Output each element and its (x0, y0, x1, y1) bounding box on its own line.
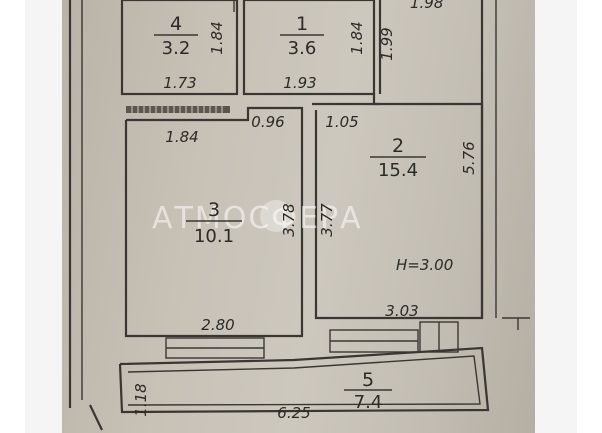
dim-top-cut: 1.98 (410, 0, 443, 12)
dim-opening-a: 0.96 (251, 113, 284, 131)
dim-room5-width: 6.25 (277, 404, 310, 422)
room-2-number: 2 (392, 135, 404, 157)
dim-room2-height: 5.76 (460, 141, 478, 174)
floor-plan-drawing: АТМОСФЕРА 4 3.2 1 3.6 2 15.4 3 10.1 5 7.… (68, 0, 530, 431)
dim-room3-width: 2.80 (201, 316, 234, 334)
dim-room2-width: 3.03 (385, 302, 418, 320)
watermark-text: АТМОСФЕРА (152, 201, 363, 236)
room-4-number: 4 (170, 13, 182, 35)
room-1-number: 1 (296, 13, 308, 35)
room-2-area: 15.4 (378, 160, 418, 181)
room-5-outline (118, 346, 490, 414)
dim-room1-height: 1.84 (348, 21, 366, 54)
room-5-number: 5 (362, 369, 374, 391)
room-3-number: 3 (208, 199, 220, 221)
left-margin-strip (25, 0, 62, 433)
dim-room3-height: 3.78 (280, 203, 298, 236)
dim-opening-b: 1.05 (325, 113, 358, 131)
dim-room5-height: 1.18 (132, 383, 150, 416)
floor-plan-photo: АТМОСФЕРА 4 3.2 1 3.6 2 15.4 3 10.1 5 7.… (62, 0, 535, 433)
watermark-logo (260, 200, 292, 232)
room-1-outline (242, 0, 376, 96)
hatch-marks (131, 106, 223, 113)
dim-room2-left-height: 3.77 (318, 203, 336, 237)
ceiling-height-label: H=3.00 (396, 256, 453, 274)
dim-room3-top: 1.84 (165, 128, 198, 146)
room-5-area: 7.4 (354, 392, 383, 413)
room-5-inner (127, 355, 481, 406)
right-margin-strip (535, 0, 577, 433)
room-2-outline (312, 102, 484, 320)
room-4-area: 3.2 (162, 38, 191, 59)
room-1-area: 3.6 (288, 38, 317, 59)
room-3-outline (124, 106, 304, 338)
hatched-wall (126, 106, 230, 113)
dim-corridor-height: 1.99 (378, 27, 396, 60)
room-4-outline (120, 0, 239, 96)
outer-wall-corner (89, 404, 103, 431)
dim-room4-width: 1.73 (163, 74, 196, 92)
room-3-area: 10.1 (194, 226, 234, 247)
dim-room4-height: 1.84 (208, 21, 226, 54)
dim-room1-width: 1.93 (283, 74, 316, 92)
